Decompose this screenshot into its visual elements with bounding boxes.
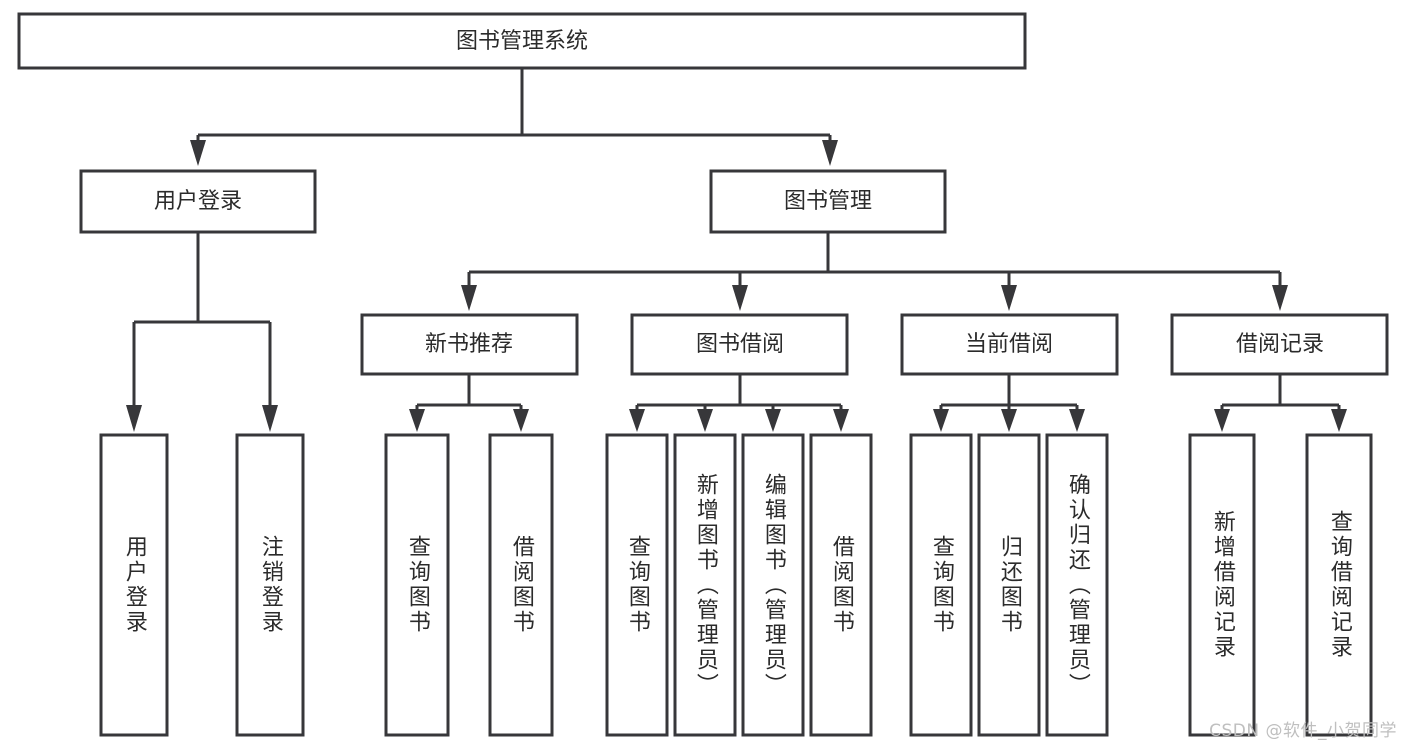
arrow-leaf-current-borrow-3 [1069,409,1085,432]
node-book-manage-label: 图书管理 [784,189,872,214]
node-new-book-recommend-label: 新书推荐 [425,332,513,357]
node-borrow-record[interactable] [1170,313,1389,376]
leaf-box-book-borrow-4[interactable] [809,433,873,737]
node-book-borrow[interactable] [630,313,849,376]
leaf-box-new-book-1[interactable] [384,433,450,737]
leaf-box-book-borrow-2[interactable] [673,433,737,737]
arrow-leaf-new-book-2 [513,409,529,432]
node-root-system[interactable] [17,12,1027,70]
leaf-box-user-login-1[interactable] [99,433,169,737]
leaf-box-current-borrow-3[interactable] [1045,433,1109,737]
arrow-leaf-book-borrow-1 [629,409,645,432]
node-root-system-label: 图书管理系统 [456,29,588,54]
arrow-leaf-current-borrow-1 [933,409,949,432]
arrow-to-new-book [461,285,477,311]
arrow-to-book-manage [822,140,838,166]
arrow-leaf-current-borrow-2 [1001,409,1017,432]
arrow-leaf-new-book-1 [409,409,425,432]
leaf-box-user-login-2[interactable] [235,433,305,737]
arrow-to-book-borrow [732,285,748,311]
arrow-to-borrow-record [1272,285,1288,311]
node-current-borrow-label: 当前借阅 [965,332,1053,357]
leaf-box-borrow-record-1[interactable] [1188,433,1256,737]
arrow-leaf-book-borrow-2 [697,409,713,432]
node-book-borrow-label: 图书借阅 [696,332,784,357]
leaf-box-new-book-2[interactable] [488,433,554,737]
leaf-box-current-borrow-2[interactable] [977,433,1041,737]
leaf-box-book-borrow-1[interactable] [605,433,669,737]
node-book-manage[interactable] [709,169,947,234]
arrow-leaf-book-borrow-3 [765,409,781,432]
arrow-to-current-borrow [1001,285,1017,311]
leaf-box-current-borrow-1[interactable] [909,433,973,737]
arrow-leaf-book-borrow-4 [833,409,849,432]
node-borrow-record-label: 借阅记录 [1236,332,1324,357]
arrow-leaf-borrow-record-1 [1214,409,1230,432]
arrow-to-user-login [190,140,206,166]
leaf-box-book-borrow-3[interactable] [741,433,805,737]
arrow-leaf-user-login-2 [262,405,278,432]
watermark-label: CSDN @软件_小贺同学 [1209,721,1397,741]
node-current-borrow[interactable] [900,313,1119,376]
arrow-leaf-borrow-record-2 [1331,409,1347,432]
arrow-leaf-user-login-1 [126,405,142,432]
node-user-login-label: 用户登录 [154,189,242,214]
node-new-book-recommend[interactable] [360,313,579,376]
leaf-box-borrow-record-2[interactable] [1305,433,1373,737]
